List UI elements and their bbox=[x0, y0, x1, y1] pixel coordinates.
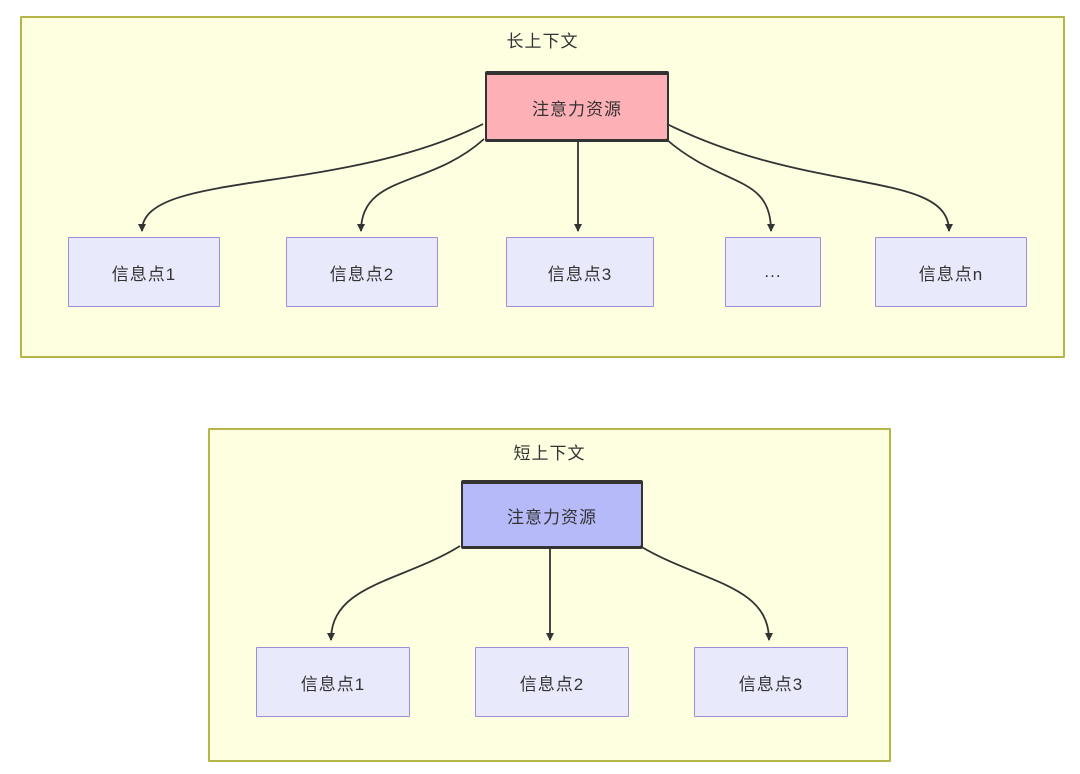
long-context-container: 长上下文 注意力资源 信息点1 信息点2 信息点3 ... 信息点n bbox=[20, 16, 1065, 358]
long-info-node-3: 信息点3 bbox=[506, 237, 654, 307]
short-info-node-2: 信息点2 bbox=[475, 647, 629, 717]
short-context-title: 短上下文 bbox=[513, 444, 586, 463]
long-info-node-n: 信息点n bbox=[875, 237, 1027, 307]
long-info-node-2: 信息点2 bbox=[286, 237, 438, 307]
long-attention-resource-node: 注意力资源 bbox=[485, 71, 669, 142]
long-info-node-1: 信息点1 bbox=[68, 237, 220, 307]
long-context-title: 长上下文 bbox=[506, 32, 579, 51]
short-attention-resource-node: 注意力资源 bbox=[461, 480, 643, 549]
short-info-node-3: 信息点3 bbox=[694, 647, 848, 717]
long-info-node-ellipsis: ... bbox=[725, 237, 821, 307]
short-context-container: 短上下文 注意力资源 信息点1 信息点2 信息点3 bbox=[208, 428, 891, 762]
short-info-node-1: 信息点1 bbox=[256, 647, 410, 717]
